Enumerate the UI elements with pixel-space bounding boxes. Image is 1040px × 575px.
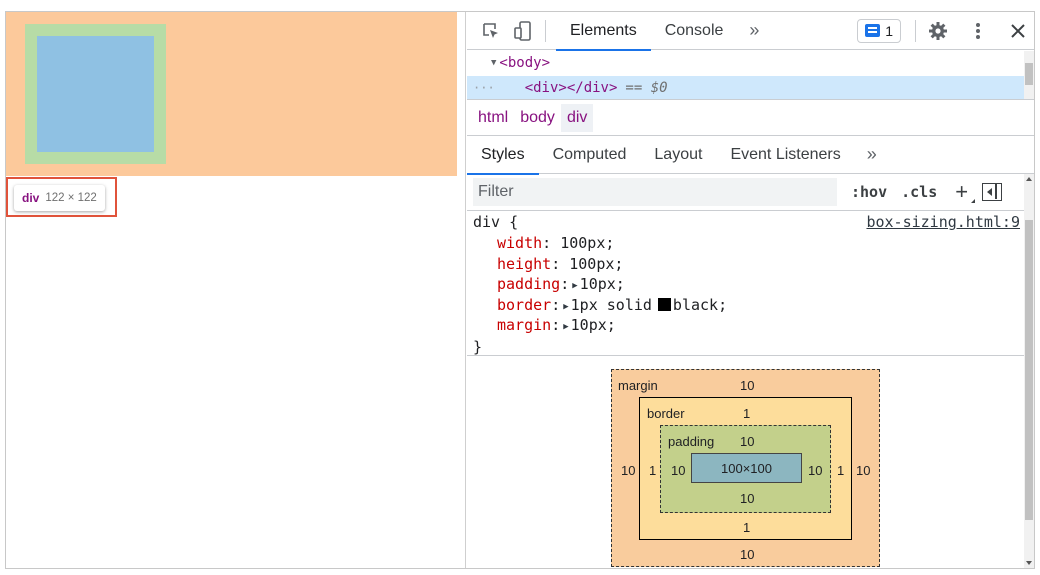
tab-event-listeners[interactable]: Event Listeners [730, 145, 841, 163]
scroll-down-icon[interactable] [1026, 561, 1032, 565]
toolbar-separator [915, 19, 916, 42]
page-viewport[interactable]: div 122 × 122 [6, 12, 466, 568]
dom-scrollbar-thumb[interactable] [1025, 63, 1033, 85]
expand-triangle-icon[interactable]: ▶ [563, 302, 569, 312]
property-value: 1px solid [570, 296, 652, 314]
crumb-html[interactable]: html [478, 108, 509, 126]
property-name: padding [497, 275, 561, 293]
crumb-body[interactable]: body [520, 108, 555, 126]
styles-pane: div { box-sizing.html:9 width: 100px; he… [467, 211, 1024, 356]
screenshot-frame: div 122 × 122 Elements Con [5, 11, 1035, 569]
content-highlight [37, 36, 154, 152]
styles-scrollbar[interactable] [1024, 174, 1034, 568]
more-tabs-chevron-icon[interactable]: » [749, 20, 760, 40]
tab-computed[interactable]: Computed [552, 145, 627, 163]
margin-bottom-value[interactable]: 10 [740, 547, 755, 562]
padding-left-value[interactable]: 10 [671, 463, 686, 478]
tab-elements[interactable]: Elements [556, 12, 651, 51]
property-value: 10px; [570, 316, 616, 334]
tab-layout[interactable]: Layout [654, 145, 703, 163]
color-swatch-icon[interactable] [657, 298, 671, 311]
property-padding[interactable]: padding:▶10px; [497, 275, 625, 293]
border-label: border [647, 406, 685, 421]
property-width[interactable]: width: 100px; [497, 234, 615, 252]
padding-label: padding [668, 434, 715, 449]
tooltip-tag: div [22, 191, 40, 205]
cls-button[interactable]: .cls [901, 183, 938, 201]
div-tag: <div></div> [524, 79, 618, 96]
body-tag: <body> [499, 54, 550, 71]
expand-triangle-icon[interactable]: ▶ [572, 281, 578, 291]
hov-button[interactable]: :hov [851, 183, 888, 201]
toolbar-separator [545, 19, 546, 42]
dom-node-body[interactable]: ▼ <body> [467, 51, 1024, 74]
selected-node-marker: == $0 [625, 79, 668, 96]
issues-count: 1 [885, 22, 893, 39]
margin-label: margin [618, 378, 658, 393]
border-top-value[interactable]: 1 [743, 406, 751, 421]
tooltip-annotation-box: div 122 × 122 [6, 177, 117, 217]
border-right-value[interactable]: 1 [837, 463, 845, 478]
property-value-color: black; [672, 296, 728, 314]
padding-bottom-value[interactable]: 10 [740, 491, 755, 506]
filter-input[interactable] [473, 178, 837, 206]
padding-top-value[interactable]: 10 [740, 434, 755, 449]
new-style-rule-button[interactable]: + [955, 179, 975, 204]
styles-scrollbar-thumb[interactable] [1025, 220, 1033, 520]
property-height[interactable]: height: 100px; [497, 255, 624, 273]
property-value: 100px; [569, 255, 624, 273]
close-icon[interactable] [1002, 15, 1034, 47]
gear-icon[interactable] [922, 15, 954, 47]
border-left-value[interactable]: 1 [649, 463, 657, 478]
rule-source-link[interactable]: box-sizing.html:9 [866, 213, 1020, 231]
devtools-toolbar: Elements Console » 1 [467, 12, 1034, 51]
kebab-menu-icon[interactable] [962, 15, 994, 47]
message-icon [865, 24, 881, 37]
border-bottom-value[interactable]: 1 [743, 520, 751, 535]
inspect-element-icon[interactable] [475, 15, 507, 47]
property-margin[interactable]: margin:▶10px; [497, 316, 616, 334]
padding-right-value[interactable]: 10 [808, 463, 823, 478]
breadcrumb: html body div [467, 99, 1034, 136]
tooltip-size: 122 × 122 [45, 192, 97, 204]
more-tabs-chevron-icon[interactable]: » [866, 144, 877, 164]
sidebar-tabs: Styles Computed Layout Event Listeners » [467, 136, 1034, 175]
more-actions-icon[interactable]: ··· [473, 80, 495, 95]
scroll-up-icon[interactable] [1026, 177, 1032, 181]
devtools-panel: Elements Console » 1 [467, 12, 1034, 568]
issues-button[interactable]: 1 [857, 18, 901, 43]
dom-node-div-selected[interactable]: ··· <div></div> == $0 [467, 76, 1024, 99]
box-model-content[interactable]: 100×100 [691, 453, 802, 483]
property-name: height [497, 255, 552, 273]
element-tooltip: div 122 × 122 [14, 185, 105, 211]
styles-filter-bar: :hov .cls + [467, 174, 1024, 211]
expand-triangle-icon[interactable]: ▼ [491, 57, 497, 68]
expand-triangle-icon[interactable]: ▶ [563, 322, 569, 332]
rule-selector[interactable]: div { [473, 213, 519, 231]
dom-scrollbar[interactable] [1024, 51, 1034, 99]
toggle-sidebar-icon[interactable] [982, 183, 1003, 201]
property-value: 100px; [560, 234, 615, 252]
rule-close-brace: } [473, 338, 483, 356]
property-value: 10px; [579, 275, 625, 293]
margin-top-value[interactable]: 10 [740, 378, 755, 393]
device-toolbar-icon[interactable] [507, 15, 539, 47]
box-model-content-size: 100×100 [721, 460, 772, 476]
crumb-div[interactable]: div [560, 103, 594, 132]
margin-left-value[interactable]: 10 [621, 463, 636, 478]
margin-right-value[interactable]: 10 [856, 463, 871, 478]
tab-console[interactable]: Console [664, 21, 724, 39]
property-name: margin [497, 316, 552, 334]
property-name: width [497, 234, 543, 252]
property-name: border [497, 296, 552, 314]
dom-tree: ▼ <body> ··· <div></div> == $0 [467, 51, 1034, 99]
tab-styles[interactable]: Styles [467, 136, 539, 175]
